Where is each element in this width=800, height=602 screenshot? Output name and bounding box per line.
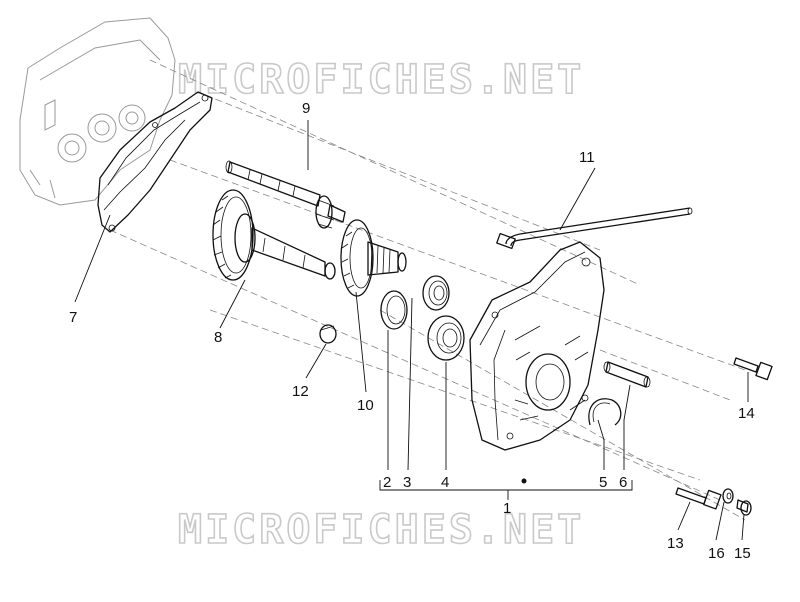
label-10: 10 [357, 397, 374, 414]
engine-crankcase [19, 17, 176, 206]
label-3: 3 [403, 474, 411, 491]
label-13: 13 [667, 535, 684, 552]
label-16: 16 [708, 545, 725, 562]
input-shaft [225, 160, 346, 229]
label-9: 9 [302, 100, 310, 117]
retaining-clip [588, 398, 622, 426]
alignment-lines [109, 59, 746, 521]
label-2: 2 [383, 474, 391, 491]
gasket [97, 91, 213, 233]
sleeve-pin [603, 361, 651, 388]
label-14: 14 [738, 405, 755, 422]
label-12: 12 [292, 383, 309, 400]
label-1: 1 [503, 500, 511, 517]
drain-screw [736, 499, 752, 516]
flange-bolt-lower [675, 487, 722, 510]
label-8: 8 [214, 329, 222, 346]
label-7: 7 [69, 309, 77, 326]
part-labels: 9 11 7 8 12 10 2 3 4 5 6 1 14 13 16 15 [69, 100, 755, 562]
label-5: 5 [599, 474, 607, 491]
driven-gear-shaft [212, 189, 336, 281]
breather-tube [496, 207, 693, 250]
washer [722, 488, 734, 504]
watermark-top: MICROFICHES.NET [178, 57, 584, 103]
large-bearing [427, 315, 465, 361]
label-11: 11 [579, 149, 595, 166]
seal-ring [380, 290, 408, 330]
label-4: 4 [441, 474, 449, 491]
label-6: 6 [619, 474, 627, 491]
transmission-cover [469, 241, 605, 451]
label-15: 15 [734, 545, 751, 562]
leader-lines [74, 120, 749, 541]
dowel-pin [319, 324, 337, 344]
watermark-bottom: MICROFICHES.NET [178, 507, 584, 553]
small-bearing [422, 275, 450, 311]
flange-bolt-upper [733, 357, 773, 381]
intermediate-gear [340, 219, 407, 297]
